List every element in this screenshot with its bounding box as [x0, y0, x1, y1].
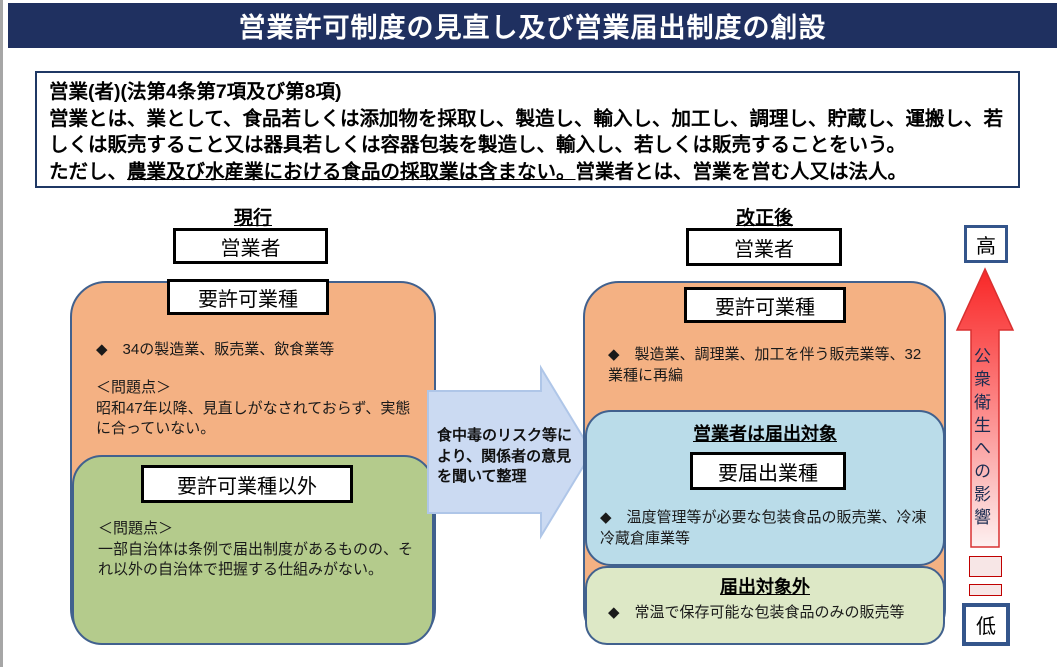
current-operator-box: 営業者 [173, 228, 328, 264]
current-licensed-box: 要許可業種 [167, 279, 329, 315]
impact-low-box: 低 [962, 603, 1010, 646]
impact-fade-segment-1 [969, 556, 1002, 577]
revised-heading: 改正後 [735, 208, 793, 229]
title-bar: 営業許可制度の見直し及び営業届出制度の創設 [8, 3, 1057, 48]
page-title: 営業許可制度の見直し及び営業届出制度の創設 [238, 13, 827, 43]
revised-exempt-area [585, 566, 945, 645]
revised-licensed-box: 要許可業種 [684, 287, 846, 323]
transition-line-2: より、関係者の意見 [437, 447, 572, 465]
current-licensed-bullet: ◆ 34の製造業、販売業、飲食業等 [96, 341, 335, 358]
definition-heading: 営業(者)(法第4条第7項及び第8項) [49, 81, 342, 103]
impact-axis-label: 公衆衛生への影響 [971, 347, 990, 531]
current-unlicensed-problem-title: ＜問題点＞ [98, 520, 174, 537]
revised-exempt-bullet: ◆ 常温で保存可能な包装食品のみの販売等 [608, 604, 905, 621]
current-unlicensed-problem-block: ＜問題点＞ 一部自治体は条例で届出制度があるものの、それ以外の自治体で把握する仕… [98, 519, 420, 581]
revised-notification-heading: 営業者は届出対象 [693, 424, 837, 444]
left-edge-line [0, 0, 3, 667]
definition-box: 営業(者)(法第4条第7項及び第8項) 営業とは、業として、食品若しくは添加物を… [35, 71, 1020, 188]
current-problem-block: ＜問題点＞ 昭和47年以降、見直しがなされておらず、実態に合っていない。 [96, 378, 424, 440]
current-problem-body: 昭和47年以降、見直しがなされておらず、実態に合っていない。 [96, 399, 411, 438]
revised-operator-box: 営業者 [686, 228, 842, 266]
current-heading: 現行 [233, 208, 272, 229]
revised-notification-bullet: ◆ 温度管理等が必要な包装食品の販売業、冷凍冷蔵倉庫業等 [600, 509, 927, 547]
transition-arrow-icon [427, 364, 594, 540]
transition-line-3: を聞いて整理 [437, 468, 527, 485]
definition-note-underlined: 農業及び水産業における食品の採取業は含まない。 [127, 160, 576, 183]
current-problem-title: ＜問題点＞ [96, 379, 172, 396]
revised-exempt-heading: 届出対象外 [720, 577, 810, 597]
current-unlicensed-box: 要許可業種以外 [141, 465, 353, 503]
impact-high-box: 高 [964, 225, 1008, 263]
impact-up-arrow-icon [955, 267, 1015, 548]
definition-note-prefix: ただし、 [49, 160, 128, 183]
revised-licensed-bullet: ◆ 製造業、調理業、加工を伴う販売業等、32業種に再編 [608, 346, 922, 384]
definition-body-text: 営業とは、業として、食品若しくは添加物を採取し、製造し、輸入し、加工し、調理し、… [49, 107, 1003, 157]
transition-arrow-text: 食中毒のリスク等に より、関係者の意見 を聞いて整理 [437, 426, 602, 488]
impact-fade-segment-2 [969, 584, 1002, 596]
definition-note-suffix: 営業者とは、営業を営む人又は法人。 [575, 160, 908, 183]
transition-line-1: 食中毒のリスク等に [437, 427, 573, 444]
revised-notification-box: 要届出業種 [690, 452, 846, 490]
definition-note: ただし、農業及び水産業における食品の採取業は含まない。営業者とは、営業を営む人又… [49, 159, 1006, 186]
current-unlicensed-problem-body: 一部自治体は条例で届出制度があるものの、それ以外の自治体で把握する仕組みがない。 [98, 540, 414, 579]
definition-body: 営業とは、業として、食品若しくは添加物を採取し、製造し、輸入し、加工し、調理し、… [49, 106, 1006, 159]
